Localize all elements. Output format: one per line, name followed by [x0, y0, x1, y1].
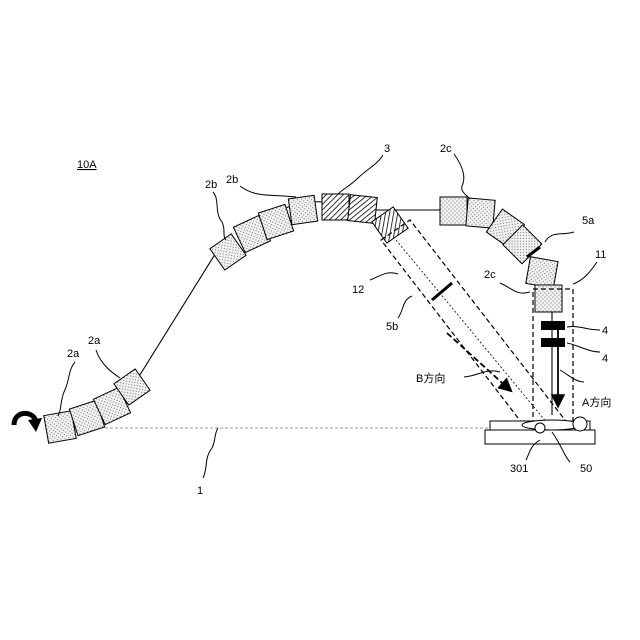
label-11: 11 [595, 249, 606, 261]
label-2c-top: 2c [440, 143, 452, 155]
label-4-bottom: 4 [602, 353, 608, 365]
magnet-group-2b [210, 195, 318, 270]
magnet-2c-1 [440, 197, 467, 225]
figure-label: 10A [77, 159, 97, 171]
magnet-3-2 [348, 195, 378, 224]
magnet-2c-5 [526, 257, 558, 288]
leader-2a-right [96, 350, 120, 378]
region-12-centerline [396, 240, 548, 424]
magnet-3 [322, 194, 408, 243]
label-2b-right: 2b [226, 174, 238, 186]
label-direction-a: A方向 [582, 395, 611, 409]
leader-a-direction [560, 370, 584, 382]
leader-2c-top [454, 154, 470, 199]
patient-couch [485, 417, 595, 444]
label-3: 3 [384, 143, 390, 155]
label-50: 50 [580, 463, 592, 475]
label-4-top: 4 [602, 325, 608, 337]
leader-12 [370, 273, 398, 280]
magnet-group-2c [440, 197, 562, 312]
quadrupole-4-bottom [541, 338, 565, 347]
label-direction-b: B方向 [416, 371, 445, 385]
leader-11 [573, 262, 597, 284]
leader-4-bottom [567, 343, 600, 352]
magnet-2c-2 [466, 198, 495, 228]
label-301: 301 [510, 463, 528, 475]
leader-2c-lower [500, 283, 530, 293]
label-2b-left: 2b [205, 179, 217, 191]
label-axis-1: 1 [197, 485, 203, 497]
leader-5b [398, 296, 412, 318]
curved-arrow-head [28, 418, 42, 432]
magnet-group-2a [44, 369, 150, 443]
label-2a-right: 2a [88, 335, 101, 347]
magnet-2b-4 [288, 195, 317, 224]
patient-head [573, 417, 587, 431]
leader-1 [203, 428, 218, 478]
magnet-3-1 [322, 194, 349, 220]
label-5a: 5a [582, 215, 595, 227]
quadrupole-4-top [541, 321, 565, 330]
leader-2b-left [213, 192, 226, 240]
region-12-box [381, 220, 565, 440]
label-2a-left: 2a [67, 348, 80, 360]
leader-2b-right [240, 186, 296, 197]
leader-3 [338, 155, 383, 194]
direction-b-arrow [447, 333, 510, 390]
patient-foot [535, 423, 545, 433]
label-12: 12 [352, 284, 364, 296]
label-2c-lower: 2c [484, 269, 496, 281]
element-5b-line [432, 283, 452, 300]
beam-line [138, 243, 222, 378]
leader-4-top [567, 327, 600, 330]
leader-5a [545, 232, 574, 242]
label-5b: 5b [386, 321, 398, 333]
